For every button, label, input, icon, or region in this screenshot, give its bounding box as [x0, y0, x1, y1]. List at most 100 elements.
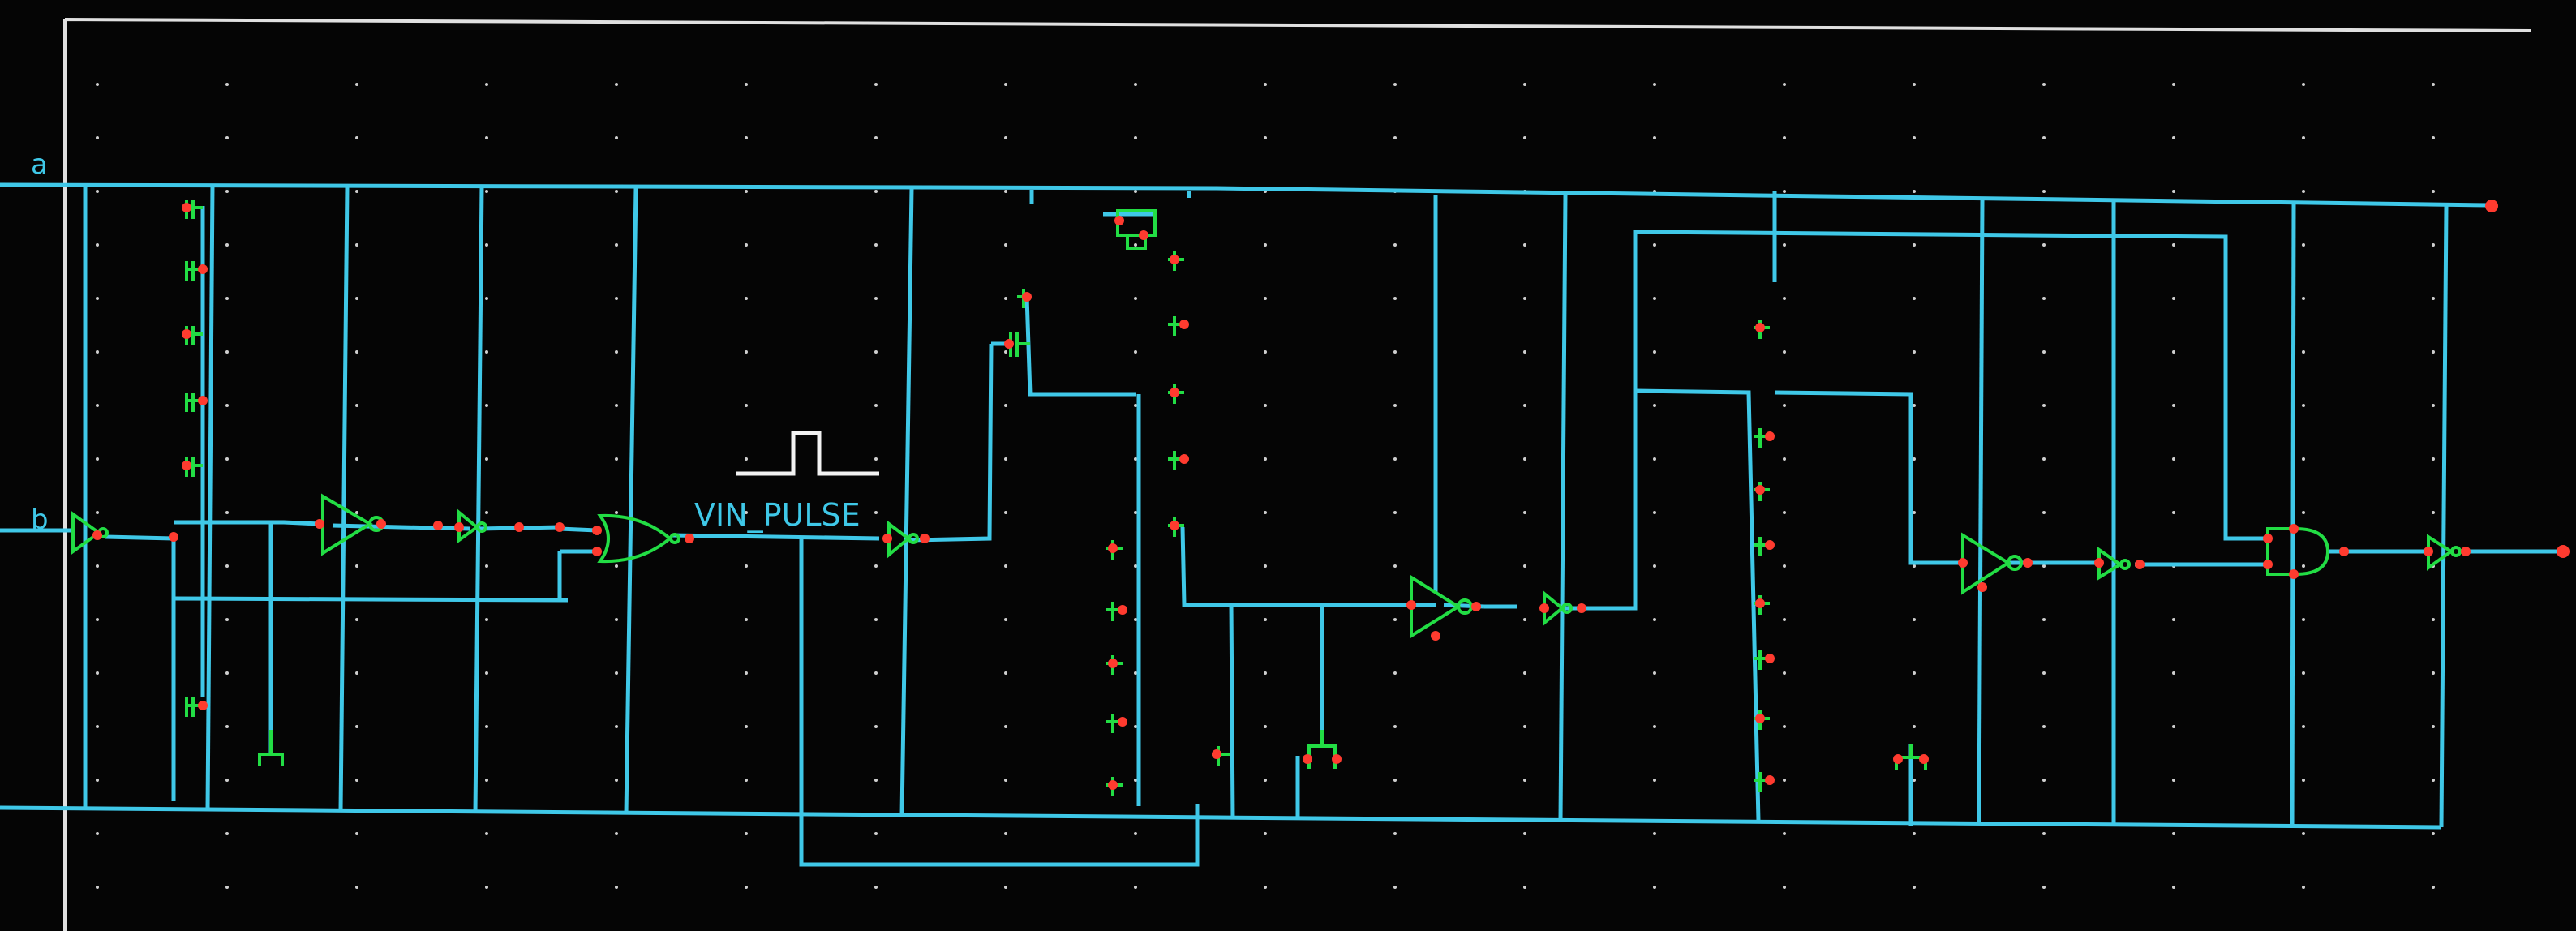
grid-dot [874, 190, 878, 193]
grid-dot [615, 243, 618, 247]
pin-dot [1755, 598, 1765, 608]
grid-dot [1004, 243, 1007, 247]
grid-dot [1134, 83, 1137, 86]
grid-dot [1653, 243, 1656, 247]
grid-dot [745, 190, 748, 193]
grid-dot [1913, 725, 1916, 728]
pin-dot [685, 534, 694, 543]
grid-dot [355, 564, 358, 568]
grid-dot [2432, 190, 2435, 193]
grid-dot [355, 618, 358, 621]
transistor-stack[interactable] [185, 200, 203, 717]
source-label: VIN_PULSE [694, 497, 861, 533]
grid-dot [355, 243, 358, 247]
grid-dot [1393, 832, 1397, 835]
grid-dot [2432, 511, 2435, 514]
output-pin[interactable] [2557, 545, 2570, 558]
grid-dot [2432, 297, 2435, 300]
grid-dot [1264, 618, 1267, 621]
pin-dot [169, 532, 178, 542]
grid-dot [1913, 671, 1916, 675]
grid-dot [485, 297, 488, 300]
wire-vertical [473, 186, 484, 813]
grid-dot [225, 779, 229, 782]
output-pin-a[interactable] [2485, 200, 2498, 212]
grid-dot [485, 457, 488, 461]
pin-dot [433, 521, 443, 530]
grid-dot [1523, 886, 1526, 889]
grid-dot [1913, 779, 1916, 782]
grid-dot [355, 779, 358, 782]
grid-dot [2172, 136, 2175, 139]
pin-dot [1406, 600, 1416, 610]
grid-dot [745, 136, 748, 139]
grid-dot [874, 350, 878, 354]
pin-dot [1004, 339, 1014, 349]
grid-dots [96, 83, 2435, 889]
grid-dot [1393, 350, 1397, 354]
grid-dot [2172, 886, 2175, 889]
grid-dot [225, 350, 229, 354]
grid-dot [1393, 297, 1397, 300]
grid-dot [1523, 832, 1526, 835]
grid-dot [1004, 779, 1007, 782]
grid-dot [1134, 243, 1137, 247]
grid-dot [1523, 457, 1526, 461]
grid-dot [1523, 404, 1526, 407]
grid-dot [355, 511, 358, 514]
grid-dot [2042, 564, 2046, 568]
grid-dot [1393, 886, 1397, 889]
inverter-symbol[interactable] [71, 511, 109, 555]
pin-dot [1212, 749, 1221, 759]
grid-dot [1783, 404, 1786, 407]
grid-dot [1004, 457, 1007, 461]
wire-vertical [1977, 199, 1985, 825]
grid-dot [874, 511, 878, 514]
grid-dot [1913, 618, 1916, 621]
pin-dot [198, 396, 208, 405]
transistor-stack[interactable] [1106, 540, 1123, 796]
pin-dot [1303, 754, 1312, 764]
ground-symbol [1307, 730, 1337, 769]
grid-dot [1134, 297, 1137, 300]
grid-dot [355, 671, 358, 675]
grid-dot [1004, 725, 1007, 728]
pin-dot [1170, 521, 1179, 530]
or-gate-symbol[interactable] [597, 513, 680, 564]
grid-dot [1523, 511, 1526, 514]
grid-dot [1393, 404, 1397, 407]
grid-dot [225, 832, 229, 835]
wire-vertical [338, 186, 350, 812]
grid-dot [1264, 511, 1267, 514]
transistor-symbol[interactable] [1116, 209, 1157, 250]
grid-dot [96, 83, 99, 86]
grid-dot [1783, 350, 1786, 354]
pin-dot [376, 519, 386, 529]
grid-dot [1264, 671, 1267, 675]
grid-dot [1653, 671, 1656, 675]
grid-dot [355, 297, 358, 300]
wire-layer [0, 182, 2563, 867]
grid-dot [1523, 297, 1526, 300]
grid-dot [1653, 886, 1656, 889]
grid-dot [745, 886, 748, 889]
pin-dot [1108, 659, 1118, 668]
wire-vertical [899, 187, 914, 817]
grid-dot [1653, 779, 1656, 782]
grid-dot [2432, 350, 2435, 354]
grid-dot [96, 725, 99, 728]
grid-dot [615, 350, 618, 354]
wire-vertical [2290, 204, 2296, 828]
grid-dot [2042, 457, 2046, 461]
grid-dot [1264, 725, 1267, 728]
grid-dot [1913, 511, 1916, 514]
grid-dot [485, 832, 488, 835]
grid-dot [225, 564, 229, 568]
grid-dot [96, 190, 99, 193]
pin-dot [1919, 754, 1929, 764]
grid-dot [615, 618, 618, 621]
grid-dot [1134, 671, 1137, 675]
grid-dot [96, 457, 99, 461]
and-gate-symbol[interactable] [2266, 527, 2330, 576]
